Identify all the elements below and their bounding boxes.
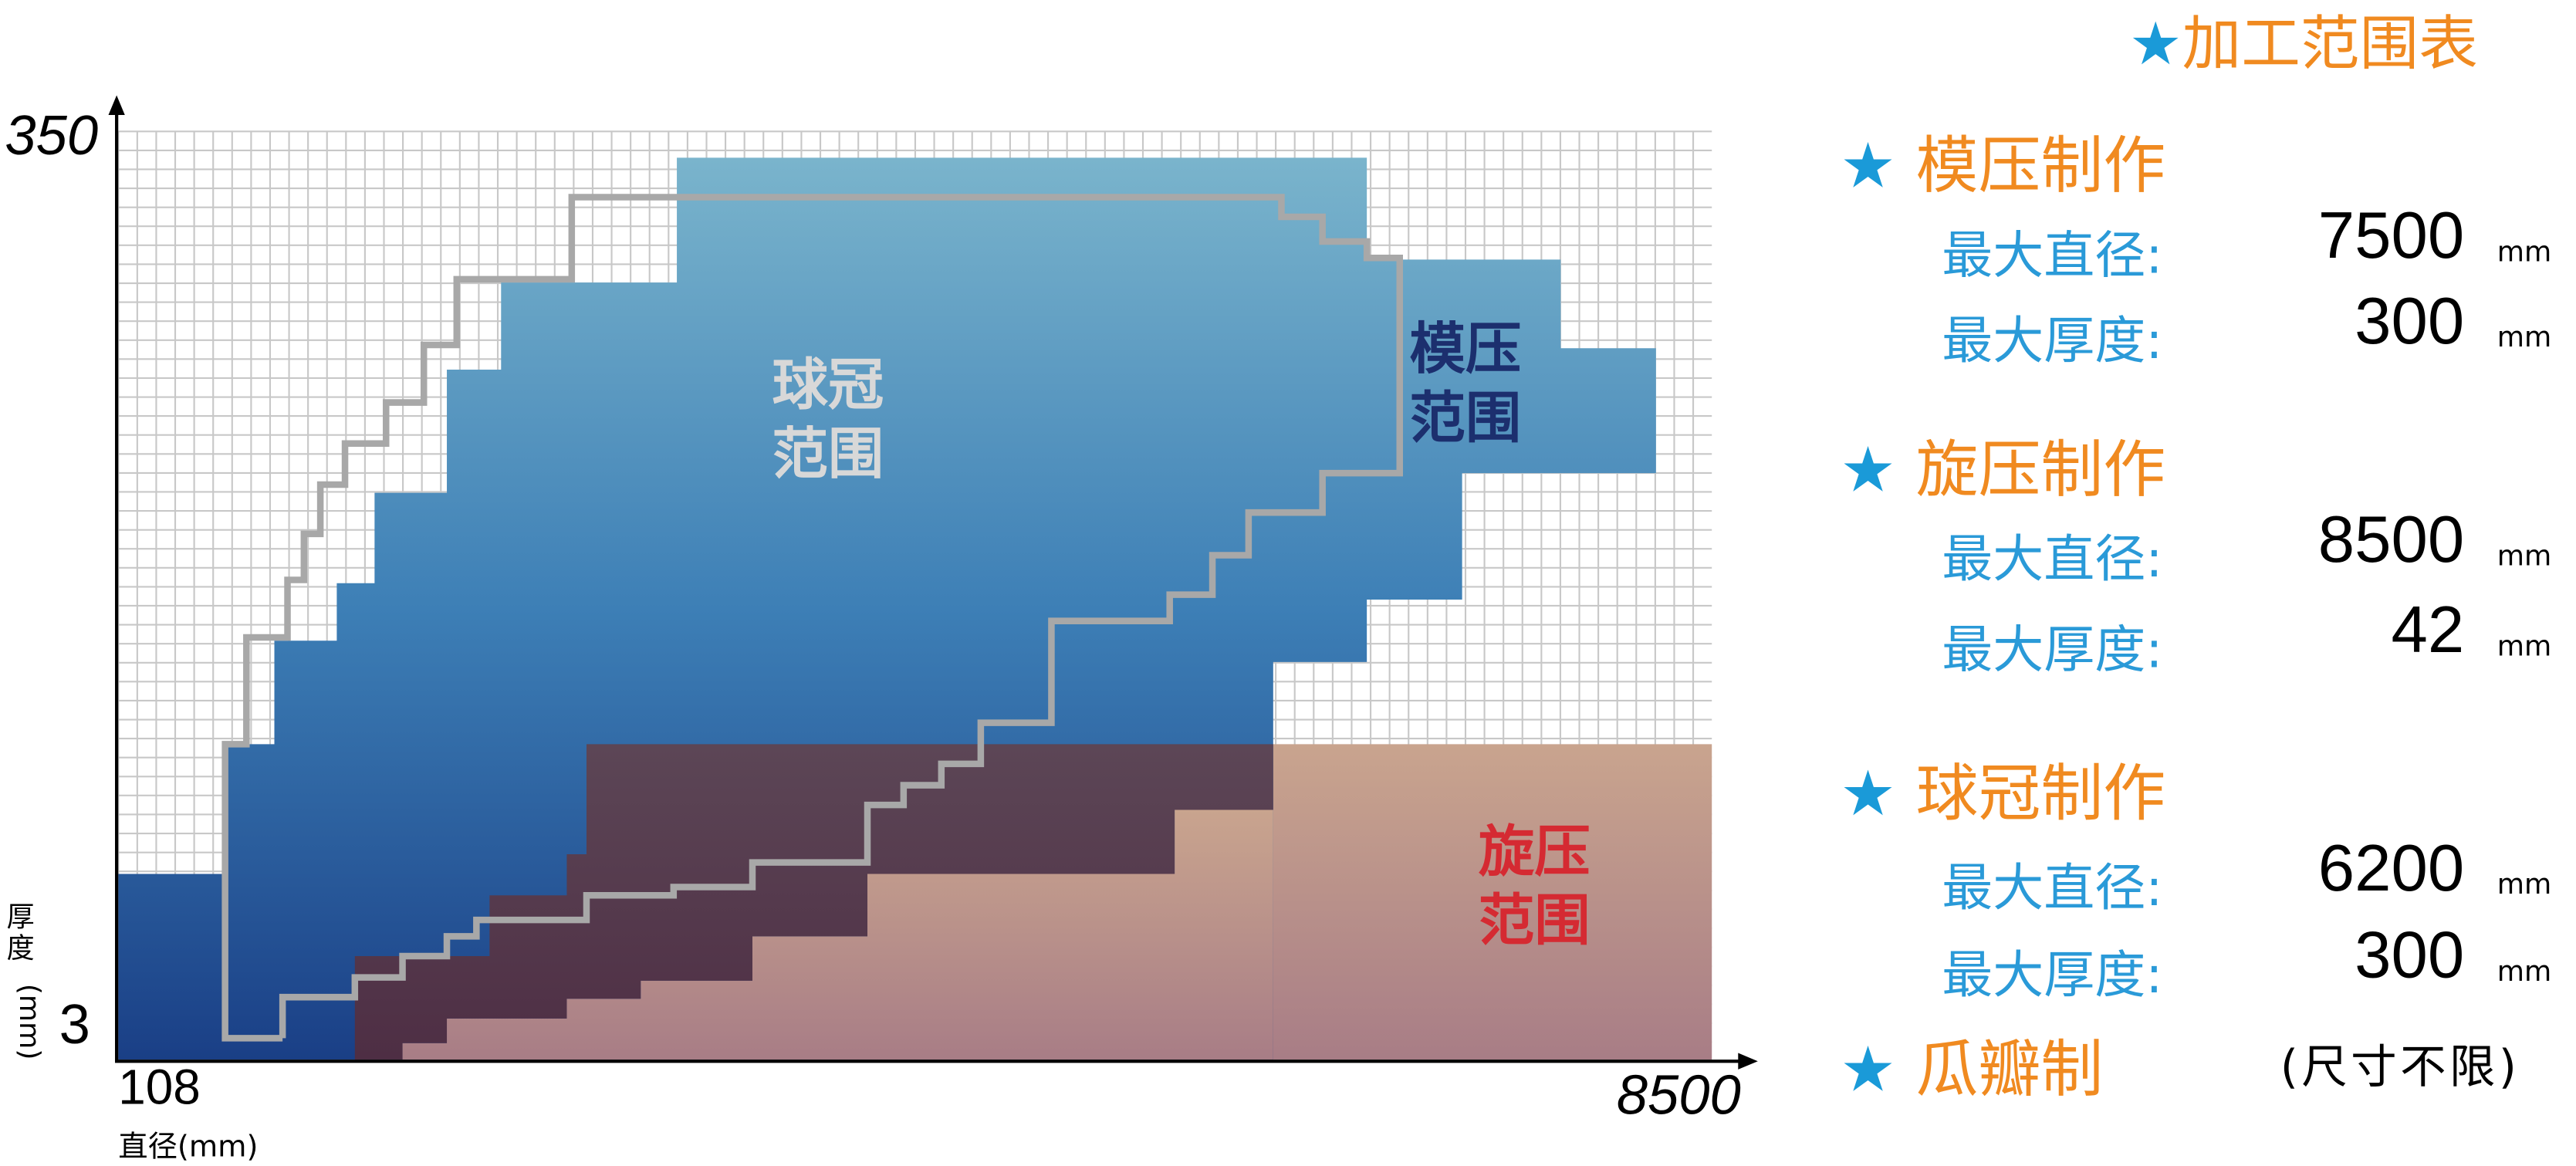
die-pressing-label: 模压 范围 [1410, 316, 1522, 454]
section-note: (尺寸不限) [2280, 1039, 2520, 1094]
spec-unit: mm [2497, 869, 2552, 902]
star-icon: ★ [1840, 1033, 1896, 1106]
overlap-region [354, 744, 1273, 1060]
y-max-label: 350 [5, 105, 99, 168]
star-icon: ★ [1840, 757, 1896, 830]
spec-label: 最大厚度: [1942, 312, 2163, 372]
spec-unit: mm [2497, 630, 2552, 664]
x-axis [115, 1053, 1758, 1070]
section-title: ★ 瓜瓣制 [1840, 1019, 2103, 1109]
spec-label: 最大直径: [1942, 530, 2163, 590]
spec-label: 最大厚度: [1942, 946, 2163, 1005]
spec-value: 300 [2355, 286, 2465, 359]
die-pressing-label-line1: 模压 [1409, 316, 1522, 384]
star-icon: ★ [1840, 130, 1896, 202]
spec-unit: mm [2497, 540, 2552, 573]
y-axis-title: 厚度 [6, 901, 35, 966]
spec-value: 8500 [2317, 504, 2465, 577]
die-pressing-label-line2: 范围 [1409, 386, 1522, 452]
spec-value: 42 [2391, 594, 2465, 667]
x-axis-title: 直径(mm) [118, 1130, 259, 1165]
spec-value: 300 [2355, 920, 2465, 992]
section-title: ★ 模压制作 [1840, 115, 2165, 205]
section-title: ★ 旋压制作 [1840, 419, 2165, 509]
x-max-label: 8500 [1616, 1064, 1741, 1127]
star-icon: ★ [2128, 11, 2182, 79]
side-title-text: 加工范围表 [2182, 11, 2478, 79]
spec-label: 最大厚度: [1942, 620, 2163, 681]
spec-value: 6200 [2317, 833, 2465, 905]
spinning-label: 旋压 范围 [1479, 818, 1591, 956]
spherical-cap-boundary [221, 194, 1403, 1042]
spec-value: 7500 [2317, 200, 2465, 273]
section-title-text: 球冠制作 [1915, 757, 2166, 830]
star-icon: ★ [1840, 434, 1896, 506]
section-title-text: 瓜瓣制 [1915, 1033, 2104, 1106]
y-min-label: 3 [59, 993, 90, 1056]
y-axis-unit: (mm) [12, 983, 45, 1060]
spherical-cap-label-line1: 球冠 [772, 353, 884, 419]
spinning-region-lower [402, 809, 1273, 1060]
section-title-text: 旋压制作 [1915, 434, 2166, 506]
spec-unit: mm [2497, 236, 2552, 270]
spec-unit: mm [2497, 955, 2552, 989]
spherical-cap-label: 球冠 范围 [772, 352, 884, 490]
x-min-label: 108 [118, 1061, 201, 1116]
section-title-text: 模压制作 [1915, 130, 2166, 202]
spec-unit: mm [2497, 322, 2552, 355]
spinning-label-line1: 旋压 [1478, 820, 1591, 886]
side-title: ★加工范围表 [2129, 0, 2478, 82]
spec-label: 最大直径: [1942, 859, 2163, 918]
spinning-label-line2: 范围 [1478, 888, 1591, 955]
spherical-cap-label-line2: 范围 [772, 422, 884, 488]
y-axis [108, 95, 125, 1062]
spec-label: 最大直径: [1942, 226, 2163, 286]
section-title: ★ 球冠制作 [1840, 742, 2165, 833]
